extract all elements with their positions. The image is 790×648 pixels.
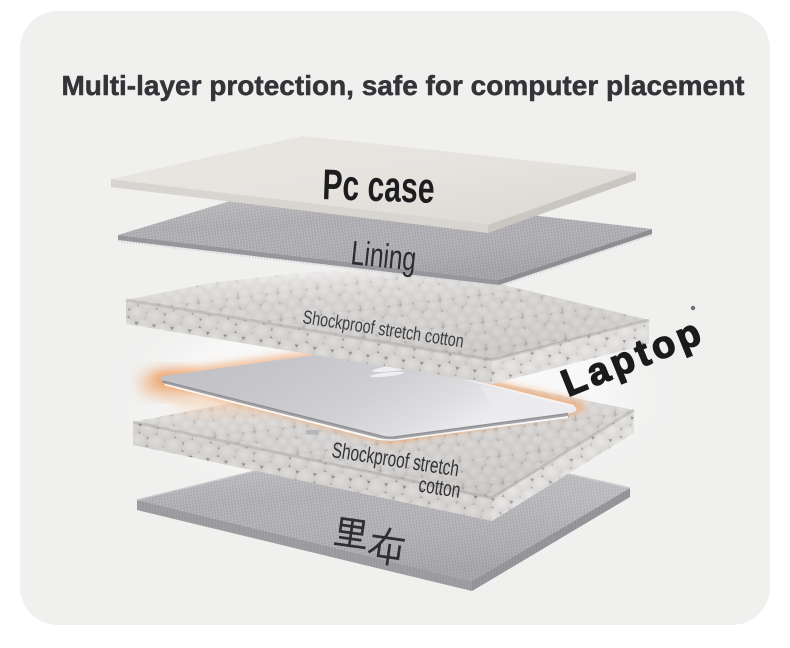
svg-text:Pc case: Pc case [322,160,436,213]
svg-text:Multi-layer protection, safe f: Multi-layer protection, safe for compute… [61,70,744,101]
svg-text:Lining: Lining [349,234,418,278]
